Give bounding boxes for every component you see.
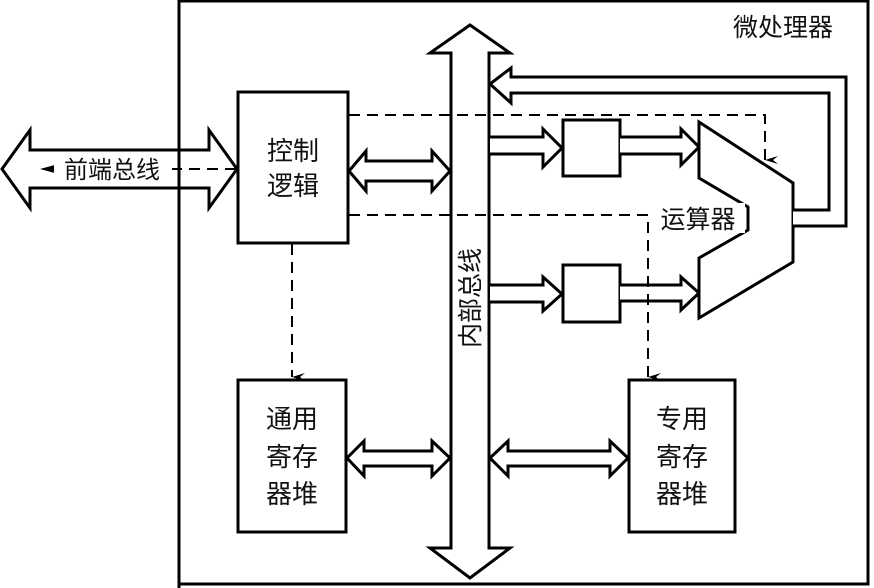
general-register-file-block [236, 378, 348, 534]
special-register-file-block [627, 378, 737, 534]
front-bus-label-bg [54, 155, 172, 183]
general-registers-label-line1: 通用 [266, 405, 318, 435]
alu-label: 运算器 [660, 205, 735, 234]
bus-to-top-register-arrow [490, 125, 565, 171]
general-registers-label-line3: 器堆 [266, 480, 318, 510]
operand-register-bottom [561, 263, 622, 324]
internal-bus-arrow [425, 23, 515, 580]
special-registers-label-line1: 专用 [656, 405, 708, 435]
control-logic-block [236, 90, 350, 245]
control-signal-to-special-registers [349, 214, 661, 381]
internal-bus-label: 内部总线 [456, 248, 485, 348]
microprocessor-title: 微处理器 [733, 13, 833, 42]
alu-label-bg [655, 203, 745, 233]
bottom-register-to-alu-arrow [620, 273, 702, 314]
control-logic-label-line2: 逻辑 [267, 172, 319, 202]
bus-to-bottom-register-arrow [490, 273, 565, 315]
operand-register-top [561, 118, 622, 178]
control-signal-to-alu [349, 114, 778, 164]
control-to-internal-bus-arrow [347, 146, 453, 196]
special-registers-label-line3: 器堆 [656, 480, 708, 510]
general-registers-to-bus-arrow [344, 437, 453, 480]
general-registers-label-line2: 寄存 [266, 443, 318, 473]
bus-to-special-registers-arrow [487, 437, 631, 480]
top-register-to-alu-arrow [620, 125, 702, 169]
front-bus-label: 前端总线 [64, 156, 160, 184]
control-logic-label-line1: 控制 [267, 137, 319, 167]
special-registers-label-line2: 寄存 [656, 443, 708, 473]
alu-feedback-arrow [487, 64, 848, 228]
